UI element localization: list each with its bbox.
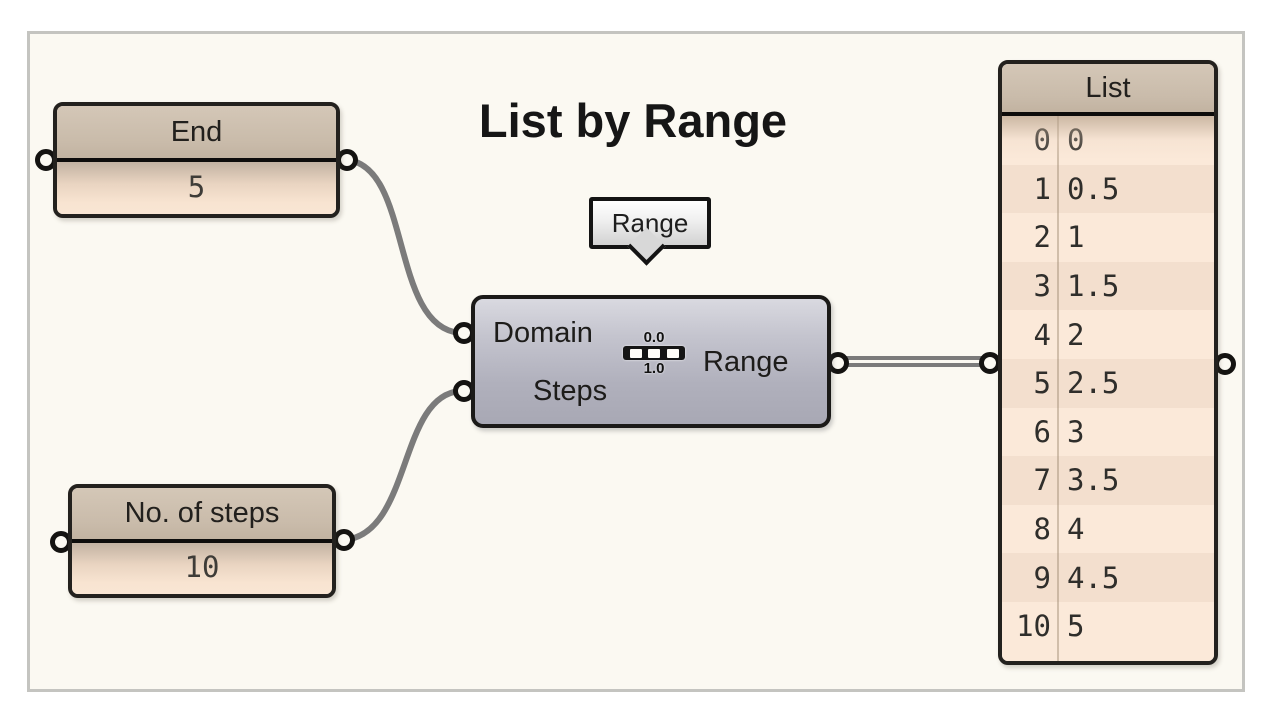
panel-num-steps-label: No. of steps (72, 488, 332, 539)
list-row-value: 3.5 (1067, 463, 1120, 498)
list-row-value: 0 (1067, 123, 1085, 158)
output-label-range: Range (703, 346, 789, 378)
list-row-index: 1 (1033, 171, 1051, 206)
list-row-index: 0 (1033, 123, 1051, 158)
list-row: 5 2.5 (1002, 358, 1214, 408)
list-row-index: 3 (1033, 269, 1051, 304)
list-row: 8 4 (1002, 505, 1214, 554)
component-name-tag[interactable]: Range (589, 197, 711, 266)
panel-end[interactable]: End 5 (53, 102, 340, 218)
list-panel[interactable]: List 0 0 1 0.5 2 1 3 1.5 4 2 (998, 60, 1218, 665)
input-label-steps: Steps (533, 375, 608, 407)
panel-num-steps-value[interactable]: 10 (72, 543, 332, 594)
wire-steps-to-steps[interactable] (341, 388, 463, 543)
list-row-value: 1 (1067, 220, 1085, 255)
list-row: 0 0 (1002, 116, 1214, 165)
range-icon-square (666, 348, 679, 358)
range-icon: 0.0 1.0 (622, 330, 686, 376)
panel-divider (57, 158, 336, 162)
list-row: 4 2 (1002, 310, 1214, 359)
panel-end-value[interactable]: 5 (57, 162, 336, 214)
list-row: 7 3.5 (1002, 456, 1214, 505)
list-row-index: 5 (1033, 366, 1051, 401)
wire-end-to-domain[interactable] (344, 157, 463, 336)
panel-divider (72, 539, 332, 543)
list-row-value: 2 (1067, 317, 1085, 352)
range-icon-square (648, 348, 660, 358)
list-row-index: 8 (1033, 512, 1051, 547)
range-component[interactable]: Domain Steps Range 0.0 1.0 (471, 295, 831, 428)
grip-steps-output[interactable] (333, 529, 355, 551)
list-row-index: 6 (1033, 414, 1051, 449)
list-row-index: 10 (1016, 609, 1051, 644)
list-row-index: 2 (1033, 220, 1051, 255)
list-row-value: 0.5 (1067, 171, 1120, 206)
list-row: 10 5 (1002, 602, 1214, 651)
list-panel-title: List (1002, 64, 1214, 112)
list-row: 1 0.5 (1002, 164, 1214, 214)
list-row-value: 1.5 (1067, 269, 1120, 304)
list-row-value: 5 (1067, 609, 1085, 644)
list-row-value: 2.5 (1067, 366, 1120, 401)
list-row-index: 7 (1033, 463, 1051, 498)
list-rows: 0 0 1 0.5 2 1 3 1.5 4 2 5 2.5 (1002, 116, 1214, 661)
list-row: 3 1.5 (1002, 261, 1214, 311)
list-row-value: 4 (1067, 512, 1085, 547)
list-rows-area: 0 0 1 0.5 2 1 3 1.5 4 2 5 2.5 (1002, 116, 1214, 661)
list-row: 9 4.5 (1002, 553, 1214, 602)
list-row: 2 1 (1002, 213, 1214, 262)
list-row: 6 3 (1002, 408, 1214, 457)
range-icon-bar (623, 346, 685, 360)
range-icon-bottom-number: 1.0 (643, 360, 665, 377)
list-row-value: 3 (1067, 414, 1085, 449)
panel-num-steps[interactable]: No. of steps 10 (68, 484, 336, 598)
input-label-domain: Domain (493, 317, 593, 349)
panel-divider (1002, 112, 1214, 116)
list-row-index: 9 (1033, 560, 1051, 595)
list-row-index: 4 (1033, 317, 1051, 352)
panel-end-label: End (57, 106, 336, 158)
list-row-value: 4.5 (1067, 560, 1120, 595)
range-icon-square (629, 348, 642, 358)
page-title: List by Range (478, 94, 788, 147)
range-icon-top-number: 0.0 (643, 329, 665, 346)
